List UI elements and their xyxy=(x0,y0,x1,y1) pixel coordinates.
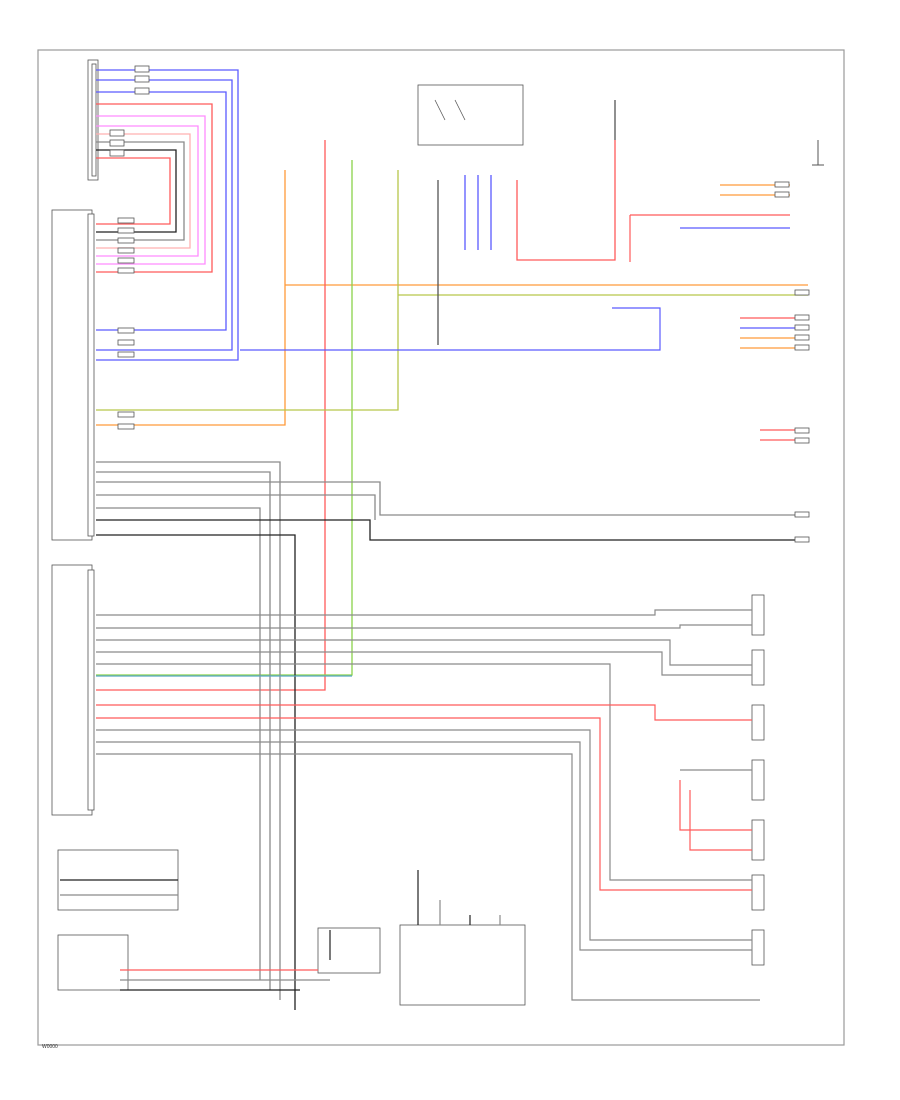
lower-outputs xyxy=(96,609,760,1001)
wire-bundle-top xyxy=(96,69,239,361)
ground-icon xyxy=(812,140,824,166)
antenna-connector xyxy=(57,934,129,991)
right-connector-5 xyxy=(751,819,765,861)
bottom-module-center xyxy=(399,924,526,1006)
bottom-module-left xyxy=(317,927,381,974)
right-connector-2 xyxy=(751,649,765,686)
connector-pins-top xyxy=(109,65,150,157)
relay-box xyxy=(417,84,524,146)
vertical-runs xyxy=(96,100,808,691)
page-id: W0000 xyxy=(42,1044,58,1050)
radio-connector-lower xyxy=(51,564,95,816)
right-connector-7 xyxy=(751,929,765,966)
right-connector-1 xyxy=(751,594,765,636)
connector-pins-right xyxy=(774,181,810,543)
connector-pins-main xyxy=(117,217,135,430)
right-connector-4 xyxy=(751,759,765,801)
right-connector-3 xyxy=(751,704,765,741)
radio-connector-top xyxy=(87,59,99,181)
radio-connector-main xyxy=(51,209,95,541)
middle-bundle xyxy=(96,461,808,1010)
diagram-frame xyxy=(37,49,845,1046)
right-connector-6 xyxy=(751,874,765,911)
bottom-wires xyxy=(60,870,501,991)
